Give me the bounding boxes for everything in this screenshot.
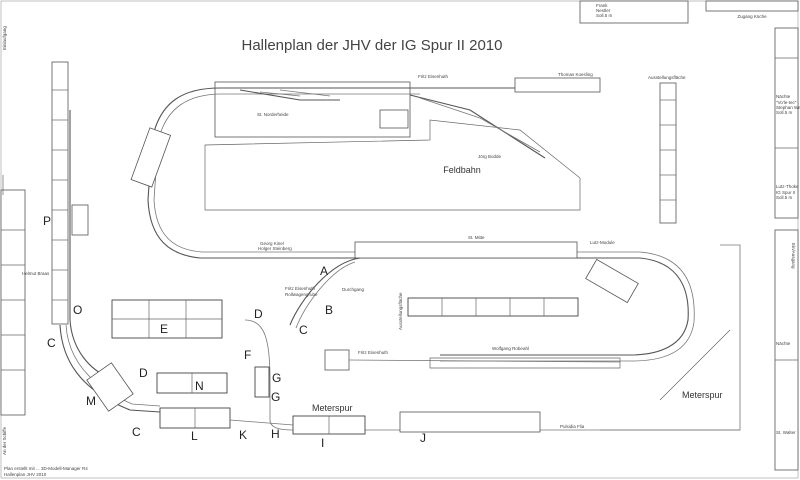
ausstellung-tables [407, 297, 579, 317]
feldbahn-area [204, 119, 581, 211]
vorle-ltec-label: "Vo'le-tec" [776, 100, 797, 105]
ig-spur-label: IG Spur II [776, 190, 795, 195]
frank-nestler-box [579, 0, 689, 24]
naechte-label: Nächte [776, 94, 791, 99]
koesling-module [514, 77, 601, 93]
meterspur-j-module [399, 411, 541, 433]
georg-kinel-label: Georg Kinel [260, 241, 284, 246]
robeahl-track [348, 359, 621, 363]
area-letter-e: E [160, 322, 168, 336]
area-letter-b: B [325, 303, 333, 317]
fritz-eisenhuth-bottom-label: Fritz Eisenhuth [358, 350, 389, 355]
area-letter-i: I [321, 436, 324, 450]
curve-module [130, 127, 172, 188]
lutz-thoeke-label: Lutz-Thoke [776, 184, 799, 189]
frank-nestler-label-3: Soll.5 m [596, 13, 613, 18]
st-mitte-label: St. Mitte [468, 235, 485, 240]
area-letter-d1: D [254, 307, 263, 321]
lutz-module-label: Lutz-Module [590, 240, 615, 245]
zugang-kueche-box [705, 0, 799, 12]
left-track-p [69, 110, 111, 379]
area-letter-l: L [191, 429, 198, 443]
area-letter-g2: G [271, 390, 280, 404]
main-oval-track-right [350, 257, 689, 356]
norderheide-siding-2 [259, 89, 331, 97]
ausstellung-column [659, 82, 677, 224]
meterspur-left-label: Meterspur [312, 403, 353, 413]
frank-nestler-label: Frank [596, 3, 608, 8]
joerg-bodde-label: Jörg Bodde [478, 154, 502, 159]
ausstellungsflaeche-top-label: Ausstellungsfläche [648, 75, 686, 80]
durchgang-label: Durchgang [342, 287, 365, 292]
area-letter-p: P [43, 214, 51, 228]
area-letter-a: A [320, 264, 328, 278]
table-g [254, 366, 270, 398]
ig-spur-label-2: Soll.5 m [776, 195, 793, 200]
p-side-box [71, 204, 89, 236]
footer-line-1: Plan erstellt mit ... 3D-Modell-Manager … [4, 466, 88, 471]
bodde-track [409, 94, 546, 159]
column-p [51, 61, 69, 325]
area-letters: A B C C C D D E F G G H I J K L M N O P [43, 214, 426, 450]
area-letter-c3: C [132, 425, 141, 439]
feldbahn-label: Feldbahn [443, 165, 481, 175]
area-letter-f: F [244, 348, 251, 362]
ein-ausgang-label: Ein/Ausgang [791, 243, 796, 269]
area-letter-h: H [271, 427, 280, 441]
vorle-ltec-label-2: Stephan Weber [776, 105, 800, 110]
bottom-left-curve-2 [65, 324, 161, 407]
bodde-track-2 [419, 97, 541, 153]
main-oval-track-right-outer [352, 251, 695, 362]
st-norderheide-label: St. Norderheide [257, 112, 289, 117]
st-walter-label: St. Walter [776, 430, 796, 435]
helmut-braas-label: Helmut Braas [22, 271, 50, 276]
area-letter-c2: C [47, 336, 56, 350]
naechte-right-label: Nächte [776, 341, 791, 346]
grube-curve-track-2 [295, 261, 356, 329]
rollwagengrube-label: Rollwagengrube [285, 292, 318, 297]
ausstellungsflaeche-mid-label: Ausstellungsfläche [398, 292, 403, 330]
wolfgang-robeahl-label: Wolfgang Robeahl [492, 346, 529, 351]
einlaufgang-label: Einlaufgang [2, 26, 7, 50]
l-to-i-track [229, 419, 294, 426]
grube-curve-track [289, 257, 361, 326]
right-wall-booth-2 [774, 229, 799, 471]
norderheide-siding [239, 89, 340, 101]
thomas-koesling-label: Thomas Koesling [558, 72, 593, 77]
meterspur-right-label: Meterspur [682, 390, 723, 400]
area-letter-d2: D [139, 366, 148, 380]
h-track [244, 319, 294, 431]
pulsidia-label: Pulsidia Flia [560, 424, 585, 429]
right-wall-booth [774, 27, 799, 219]
holger-steinberg-label: Holger Steinberg [258, 246, 292, 251]
meterspur-right-track [600, 244, 741, 431]
fritz-eisenhuth-bottom-box [324, 349, 350, 371]
left-wall-booth [0, 189, 26, 416]
an-der-schiffe-label: An der Schiffe [2, 426, 7, 455]
plan-title: Hallenplan der JHV der IG Spur II 2010 [242, 37, 503, 54]
lutz-module-box [585, 258, 639, 304]
area-letter-g1: G [272, 371, 281, 385]
norderheide-building [379, 109, 409, 129]
area-letter-n: N [195, 379, 204, 393]
footer-line-2: Hallenplan JHV 2010 [4, 472, 47, 477]
vorle-ltec-label-3: Soll.5 m [776, 110, 793, 115]
area-letter-m: M [86, 394, 96, 408]
bottom-left-curve [59, 324, 161, 413]
area-letter-c1: C [299, 323, 308, 337]
fritz-eisenhuth-top-label: Fritz Eisenhuth [418, 74, 449, 79]
robeahl-module [429, 357, 621, 369]
st-mitte-module [354, 241, 578, 259]
diagonal-wall [659, 329, 731, 401]
area-letter-k: K [239, 428, 247, 442]
fritz-eisenhuth-grube-label: Fritz Eisenhuth [285, 286, 316, 291]
module-m [86, 362, 134, 412]
area-letter-j: J [420, 431, 426, 445]
zugang-kueche-label: Zugang Küche [737, 14, 767, 19]
frank-nestler-label-2: Nestler [596, 8, 611, 13]
area-letter-o: O [73, 303, 82, 317]
